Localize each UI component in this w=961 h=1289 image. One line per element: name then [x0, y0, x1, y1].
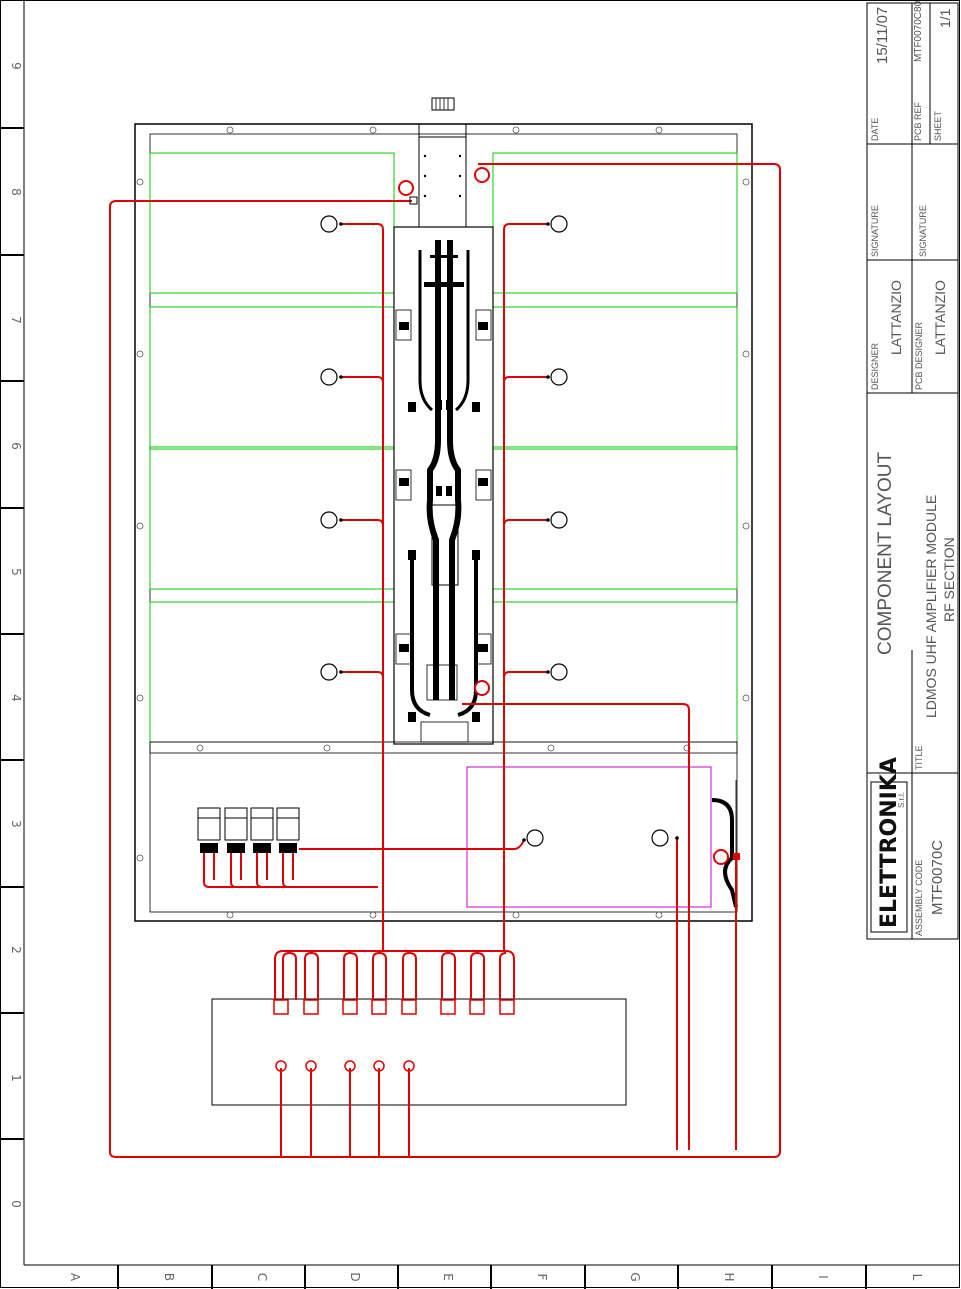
wire-connector-bus [275, 951, 514, 1000]
rf-input-connector-pins [436, 98, 448, 110]
regulator-4 [277, 808, 299, 853]
title-block: DATE 15/11/07 PCB REF MTF0070C80 SHEET 1… [867, 0, 958, 939]
voltage-regulators [198, 808, 299, 853]
row-label-3: 3 [9, 820, 23, 828]
test-point-input-left [399, 181, 413, 195]
supply-terminal-right-3 [551, 512, 567, 528]
col-label-c: C [255, 1273, 269, 1281]
row-label-2: 2 [9, 946, 23, 954]
wire-regulator-to-filter [299, 840, 524, 849]
wire-right-3 [504, 520, 548, 526]
terminal-3 [343, 1000, 357, 1014]
col-label-a: A [68, 1273, 82, 1282]
test-point-bias [475, 681, 489, 695]
supply-terminal-left-1 [321, 216, 337, 232]
terminal-dots [339, 222, 679, 842]
heatsink-zones [150, 153, 737, 742]
terminal-4 [372, 1000, 386, 1014]
supply-terminal-left-3 [321, 512, 337, 528]
wire-bias-feed [462, 704, 689, 1150]
assembly-code-label: ASSEMBLY CODE [914, 860, 924, 936]
assembly-code-value: MTF0070C [929, 840, 946, 915]
date-label: DATE [870, 118, 880, 141]
designer-value: LATTANZIO [888, 280, 904, 355]
supply-terminal-left-2 [321, 369, 337, 385]
terminal-1 [274, 1000, 288, 1014]
row-label-7: 7 [9, 316, 23, 324]
pcb-ref-value: MTF0070C80 [913, 0, 924, 62]
row-label-8: 8 [9, 188, 23, 196]
chassis-outline [135, 124, 752, 921]
wire-left-2 [341, 377, 383, 383]
filter-terminal-1 [527, 830, 543, 846]
col-label-i: I [816, 1275, 830, 1279]
signature-label-pcb: SIGNATURE [918, 205, 928, 257]
filter-terminal-2 [652, 830, 668, 846]
terminal-6 [441, 1000, 455, 1014]
row-label-6: 6 [9, 442, 23, 450]
title-line-2: RF SECTION [941, 537, 957, 622]
chassis-inner-outline [150, 134, 737, 912]
pcb-designer-label: PCB DESIGNER [914, 321, 924, 390]
connector-panel [212, 999, 626, 1105]
supply-terminal-right-2 [551, 369, 567, 385]
regulator-2 [225, 808, 247, 853]
supply-terminal-right-1 [551, 216, 567, 232]
wire-left-3 [341, 520, 383, 526]
test-point-output [714, 850, 728, 864]
col-label-e: E [441, 1273, 455, 1281]
supply-terminal-right-4 [551, 664, 567, 680]
date-value: 15/11/07 [874, 7, 891, 64]
test-point-input-right [475, 168, 489, 182]
pcb-designer-value: LATTANZIO [932, 280, 948, 355]
wiring-harness [110, 164, 780, 1157]
terminal-5 [402, 1000, 416, 1014]
sheet-value: 1/1 [937, 8, 953, 28]
row-label-5: 5 [9, 568, 23, 576]
company-logo: ELETTRONIKA [877, 757, 902, 928]
terminal-8 [500, 1000, 514, 1014]
row-label-4: 4 [9, 694, 23, 702]
col-label-g: G [628, 1272, 642, 1281]
regulator-1 [198, 808, 220, 853]
column-labels: A B C D E F G H I L [68, 1272, 924, 1282]
supply-terminal-left-4 [321, 664, 337, 680]
row-label-0: 0 [9, 1200, 23, 1208]
wire-right-2 [504, 377, 548, 383]
input-stage-block [419, 137, 466, 227]
row-label-1: 1 [9, 1074, 23, 1082]
pcb-ref-label: PCB REF [913, 101, 923, 141]
input-stage-vias [424, 155, 461, 197]
col-label-d: D [348, 1272, 362, 1281]
mounting-holes [137, 127, 749, 918]
terminal-7 [470, 1000, 484, 1014]
input-stage-cover [419, 124, 466, 137]
title-line-1: LDMOS UHF AMPLIFIER MODULE [923, 495, 939, 718]
company-logo-suffix: S.r.l. [897, 792, 906, 808]
regulator-3 [251, 808, 273, 853]
col-label-f: F [535, 1274, 549, 1281]
sheet-label: SHEET [933, 110, 943, 141]
document-title: COMPONENT LAYOUT [875, 452, 896, 655]
wire-left-1 [341, 224, 383, 950]
connector-terminals [274, 1000, 514, 1071]
output-detector-pad [733, 853, 740, 860]
rf-pcb-traces [412, 240, 476, 715]
signature-label-designer: SIGNATURE [870, 205, 880, 257]
row-label-9: 9 [9, 62, 23, 70]
wire-left-4 [341, 672, 383, 678]
wire-outer-loop [110, 164, 780, 1157]
terminal-2 [304, 1000, 318, 1014]
wire-right-4 [504, 672, 548, 678]
col-label-l: L [910, 1274, 924, 1281]
column-ticks [118, 1265, 866, 1289]
col-label-b: B [162, 1273, 176, 1281]
row-ticks [0, 128, 24, 1139]
col-label-h: H [722, 1272, 736, 1281]
supply-terminals [321, 216, 668, 846]
title-label: TITLE [914, 745, 924, 770]
rf-input-connector [432, 98, 454, 110]
designer-label: DESIGNER [870, 342, 880, 390]
